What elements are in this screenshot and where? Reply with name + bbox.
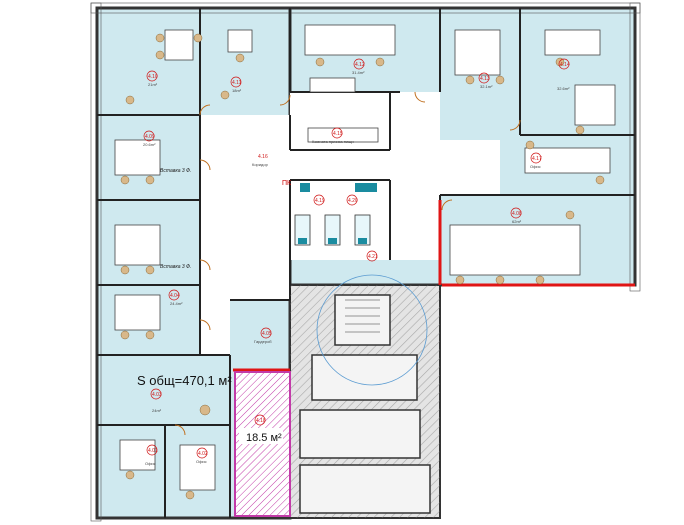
- stair-core: [290, 274, 440, 518]
- room-code: 4.03: [152, 392, 162, 398]
- room-sub: Коридор: [252, 162, 269, 167]
- room-sub: 20.6m²: [143, 142, 156, 147]
- room-code: 4.08: [512, 211, 522, 217]
- room-code: 4.13: [480, 76, 490, 82]
- room-code: 4.16: [258, 154, 268, 160]
- room-code: 4.21: [368, 254, 378, 260]
- room-sub: 24.4m²: [170, 301, 183, 306]
- room-sub: 18m²: [232, 88, 242, 93]
- room-code: 4.04: [170, 293, 180, 299]
- room-sub: 62m²: [512, 219, 522, 224]
- room-markers: [143, 58, 570, 459]
- room-code: 4.10: [148, 74, 158, 80]
- room-sub: Офис: [145, 461, 156, 466]
- pk-label: ПК: [282, 180, 292, 187]
- room-code: 4.01: [148, 448, 158, 454]
- highlight-area-label: 18.5 м²: [246, 432, 282, 444]
- furniture: [114, 24, 616, 491]
- room-code: 4.19: [315, 198, 325, 204]
- room-sub: 21m²: [148, 82, 158, 87]
- room-code: 4.18: [256, 418, 266, 424]
- room-code: 4.12: [355, 62, 365, 68]
- room-code: 4.14: [560, 62, 570, 68]
- room-code: 4.20: [348, 198, 358, 204]
- room-code: 4.02: [198, 451, 208, 457]
- room-sub: 32.6m²: [557, 86, 570, 91]
- room-code: 4.17: [532, 156, 542, 162]
- room-sub: 24m²: [152, 408, 162, 413]
- highlighted-room[interactable]: [234, 371, 291, 517]
- labels: S общ=470,1 м² 18.5 м² ПК 4.10 21m² 4.11…: [137, 62, 570, 466]
- room-code: 4.05: [262, 331, 272, 337]
- corridor: [200, 92, 500, 355]
- wc-block: [294, 183, 377, 246]
- room-sub: Комната приема пищи: [312, 139, 354, 144]
- room-sub: Офис: [530, 164, 541, 169]
- note: Вставка 3 Ф.: [160, 264, 191, 270]
- total-area-label: S общ=470,1 м²: [137, 373, 232, 388]
- doors: [174, 91, 521, 436]
- room-code: 4.11: [232, 80, 242, 86]
- red-walls: [233, 200, 635, 372]
- room-sub: Гардероб: [254, 339, 272, 344]
- room-walls: [97, 8, 635, 518]
- note: Вставка 3 Ф.: [160, 168, 191, 174]
- room-code: 4.09: [145, 134, 155, 140]
- room-sub: 31.4m²: [352, 70, 365, 75]
- room-sub: 32.1m²: [480, 84, 493, 89]
- chairs: [120, 33, 605, 500]
- room-code: 4.15: [333, 131, 343, 137]
- room-sub: Офис: [196, 459, 207, 464]
